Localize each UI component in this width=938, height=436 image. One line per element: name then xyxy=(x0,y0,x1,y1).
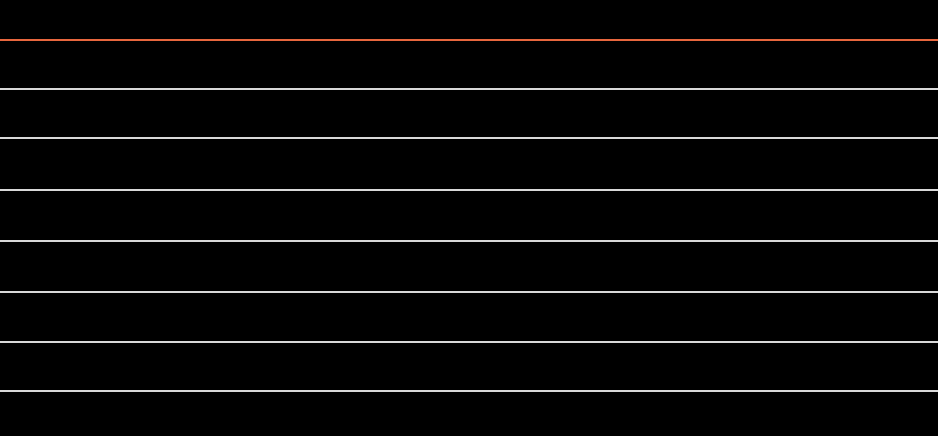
table-row xyxy=(0,241,938,292)
table-row xyxy=(0,190,938,241)
table-row xyxy=(0,292,938,342)
table-row xyxy=(0,138,938,190)
table-row xyxy=(0,391,938,436)
table-row xyxy=(0,342,938,391)
table-row xyxy=(0,40,938,89)
table-row xyxy=(0,89,938,138)
table-header-row xyxy=(0,0,938,40)
